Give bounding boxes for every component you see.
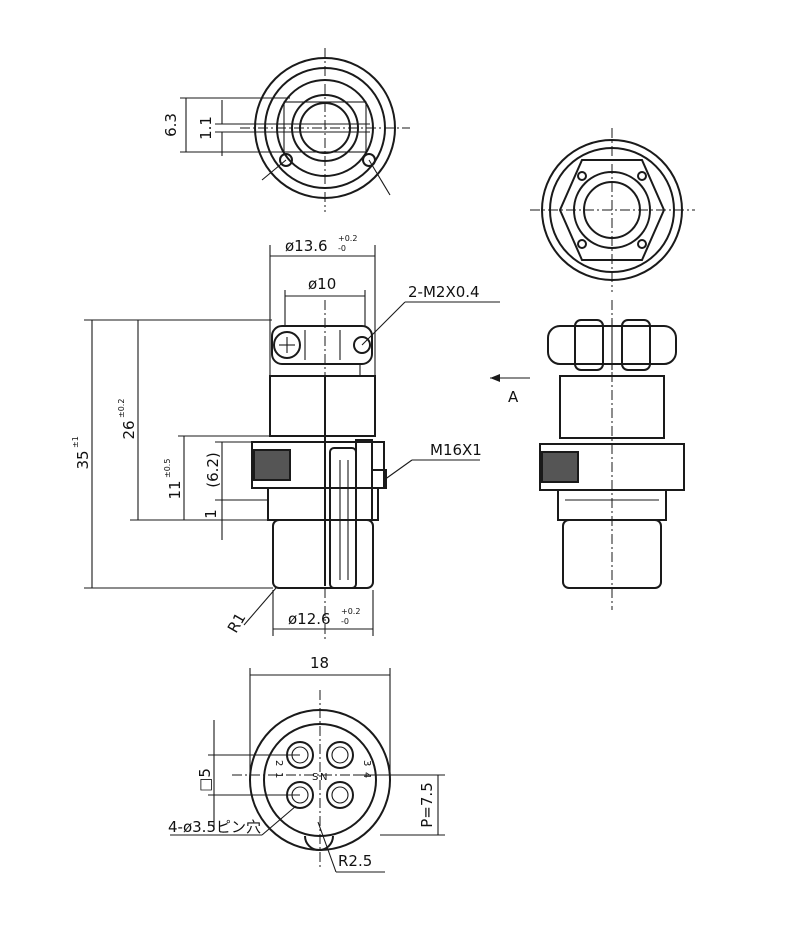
dim-square-5: □5 — [196, 768, 214, 792]
side-view — [539, 300, 685, 610]
polarity-n: N — [320, 772, 327, 783]
view-arrow-a: A — [490, 374, 530, 406]
label-thread: M16X1 — [430, 441, 482, 459]
dim-r2-5: R2.5 — [338, 852, 372, 870]
dim-d13-6-tol-minus: -0 — [338, 244, 346, 253]
front-view-dimensions: ø13.6 +0.2 -0 ø10 2-M2X0.4 35 ±1 26 ±0.2… — [71, 234, 500, 636]
dim-d13-6: ø13.6 — [285, 237, 328, 255]
label-view-a: A — [508, 388, 519, 406]
dim-6-3: 6.3 — [162, 113, 180, 137]
bottom-view: 1 2 3 4 S N — [232, 690, 410, 870]
dim-18: 18 — [310, 654, 329, 672]
label-screw: 2-M2X0.4 — [408, 283, 480, 301]
polarity-s: S — [312, 772, 318, 783]
label-pin-hole: 4-ø3.5ピン穴 — [168, 818, 261, 836]
dim-6-2: (6.2) — [204, 452, 222, 488]
dim-35: 35 — [74, 450, 92, 469]
dim-d12-6-tol-minus: -0 — [341, 617, 349, 626]
top-view: 6.3 1.1 — [162, 48, 410, 212]
view-a — [530, 128, 695, 292]
front-view — [251, 300, 387, 640]
bottom-view-dimensions: 18 □5 P=7.5 4-ø3.5ピン穴 R2.5 — [168, 654, 445, 873]
dim-d12-6-tol-plus: +0.2 — [341, 607, 360, 616]
pin-label-3: 3 — [361, 760, 372, 766]
dim-d13-6-tol-plus: +0.2 — [338, 234, 357, 243]
dim-pitch: P=7.5 — [418, 782, 436, 827]
dim-35-tol: ±1 — [71, 436, 80, 448]
dim-r1: R1 — [224, 610, 250, 636]
dim-11: 11 — [166, 480, 184, 499]
dim-1-1: 1.1 — [197, 116, 215, 140]
dim-1: 1 — [202, 509, 220, 519]
dim-26-tol: ±0.2 — [117, 399, 126, 418]
dim-11-tol: ±0.5 — [163, 459, 172, 478]
pin-label-2: 2 — [273, 760, 284, 766]
pin-label-1: 1 — [273, 772, 284, 778]
dim-d10: ø10 — [308, 275, 336, 293]
dim-d12-6: ø12.6 — [288, 610, 331, 628]
dim-26: 26 — [120, 420, 138, 439]
